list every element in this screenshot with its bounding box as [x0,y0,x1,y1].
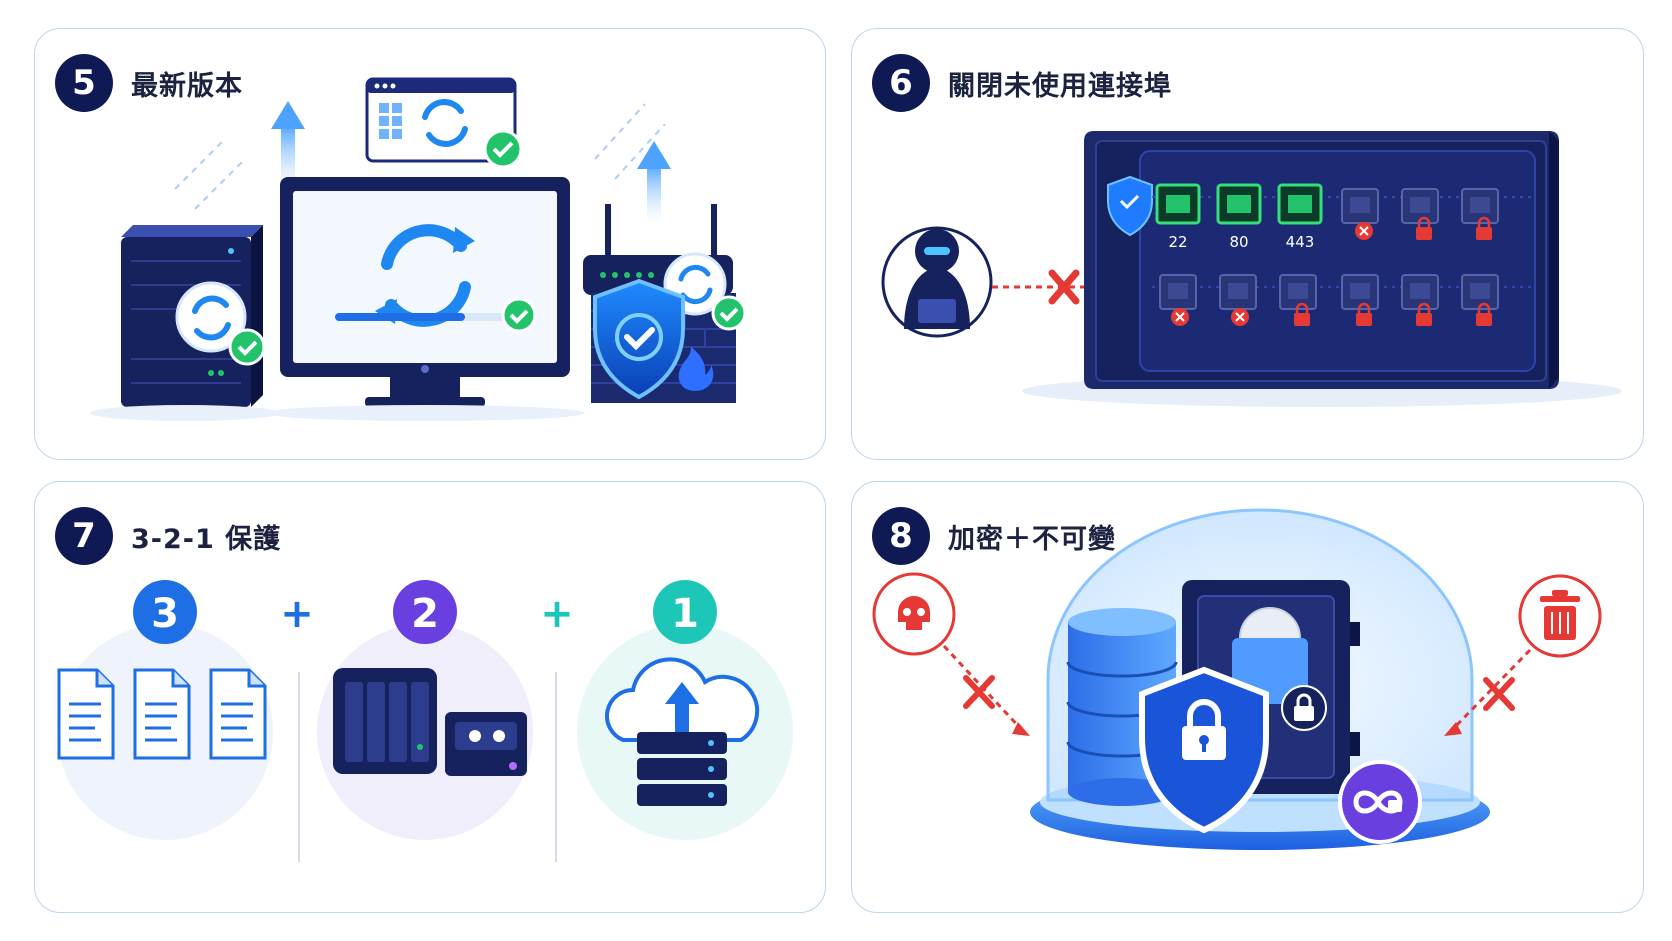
check-icon [228,328,266,366]
closed-port-locked [1341,274,1379,326]
blocked-x-icon [963,675,995,709]
closed-port-locked [1401,188,1439,240]
sync-icon [175,281,247,353]
document-icon [209,668,267,760]
closed-port-row [1341,188,1499,240]
shield-lock-icon [1139,666,1269,834]
panel-title: 加密＋不可變 [948,523,1116,555]
upload-arrow-icon [271,101,305,194]
attack-path-line [1450,648,1532,732]
lock-icon [1356,302,1372,326]
blocked-x-icon [1048,269,1080,305]
panel-latest-version: 5 最新版本 [34,28,826,460]
closed-port-row [1159,274,1499,326]
backup-rule-illustration: 3 2 1 + + [57,580,793,862]
closed-port-locked [1461,274,1499,326]
panel-title: 最新版本 [131,70,243,102]
shield-check-icon [593,278,685,400]
immutable-icon [1338,760,1422,844]
lock-icon [1476,216,1492,240]
server-icon [637,732,727,806]
step-number-badge: 6 [872,54,930,112]
x-badge-icon [1355,222,1373,240]
cloud-upload-icon [605,657,760,742]
closed-port-locked [1461,188,1499,240]
port-label: 80 [1229,233,1248,251]
media-badge: 2 [393,580,457,644]
panel-title: 關閉未使用連接埠 [948,70,1172,102]
x-badge-icon [1231,308,1249,326]
panel-title: 3-2-1 保護 [131,523,282,555]
shield-check-icon [1107,175,1153,237]
hacker-icon [881,226,993,338]
document-icon [133,668,191,760]
closed-port-locked [1159,274,1197,326]
lock-icon [1416,302,1432,326]
server-tower-icon [90,225,280,421]
tape-drive-icon [445,712,527,776]
step-number-badge: 8 [872,507,930,565]
step-number-badge: 5 [55,54,113,112]
motion-lines [174,103,666,210]
lock-icon [1476,302,1492,326]
port-label: 22 [1168,233,1187,251]
svg-text:2: 2 [411,591,439,637]
x-badge-icon [1171,308,1189,326]
update-illustration [90,77,747,421]
check-icon [483,129,523,169]
step-number-badge: 7 [55,507,113,565]
flame-icon [678,347,714,391]
nas-icon [333,668,437,774]
svg-text:3: 3 [151,591,179,637]
svg-text:1: 1 [671,591,699,637]
panel-header: 5 最新版本 [55,54,243,112]
trash-icon [1518,574,1602,658]
blocked-x-icon [1483,677,1515,711]
panel-321-protection: 7 3-2-1 保護 3 2 1 + + [34,481,826,913]
check-icon [501,297,537,333]
plus-sign: + [540,591,574,637]
open-port: 443 [1277,183,1323,251]
app-window-icon [365,77,523,169]
lock-icon [1281,685,1327,731]
closed-port-locked [1279,274,1317,326]
panel-close-unused-ports: 6 關閉未使用連接埠 22 [851,28,1644,460]
lock-icon [1416,216,1432,240]
sync-icon [422,99,468,147]
port-label: 443 [1286,233,1315,251]
plus-sign: + [280,591,314,637]
open-port: 80 [1216,183,1262,251]
encryption-illustration [872,508,1602,850]
document-icon [57,668,115,760]
closed-port-locked [1219,274,1257,326]
panel-header: 6 關閉未使用連接埠 [872,54,1172,112]
panel-header: 8 加密＋不可變 [872,507,1116,565]
upload-arrow-icon [637,141,671,224]
skull-icon [872,572,956,656]
closed-port-locked [1341,188,1379,240]
closed-port-locked [1401,274,1439,326]
check-icon [711,295,747,331]
progress-fill [335,313,465,321]
network-switch-icon [1084,131,1559,389]
copies-badge: 3 [133,580,197,644]
open-port: 22 [1155,183,1201,251]
panel-encryption-immutable: 8 加密＋不可變 [851,481,1644,913]
panel-header: 7 3-2-1 保護 [55,507,281,565]
offsite-badge: 1 [653,580,717,644]
ports-illustration: 22 80 443 [881,131,1622,407]
monitor-icon [265,177,585,421]
lock-icon [1294,302,1310,326]
